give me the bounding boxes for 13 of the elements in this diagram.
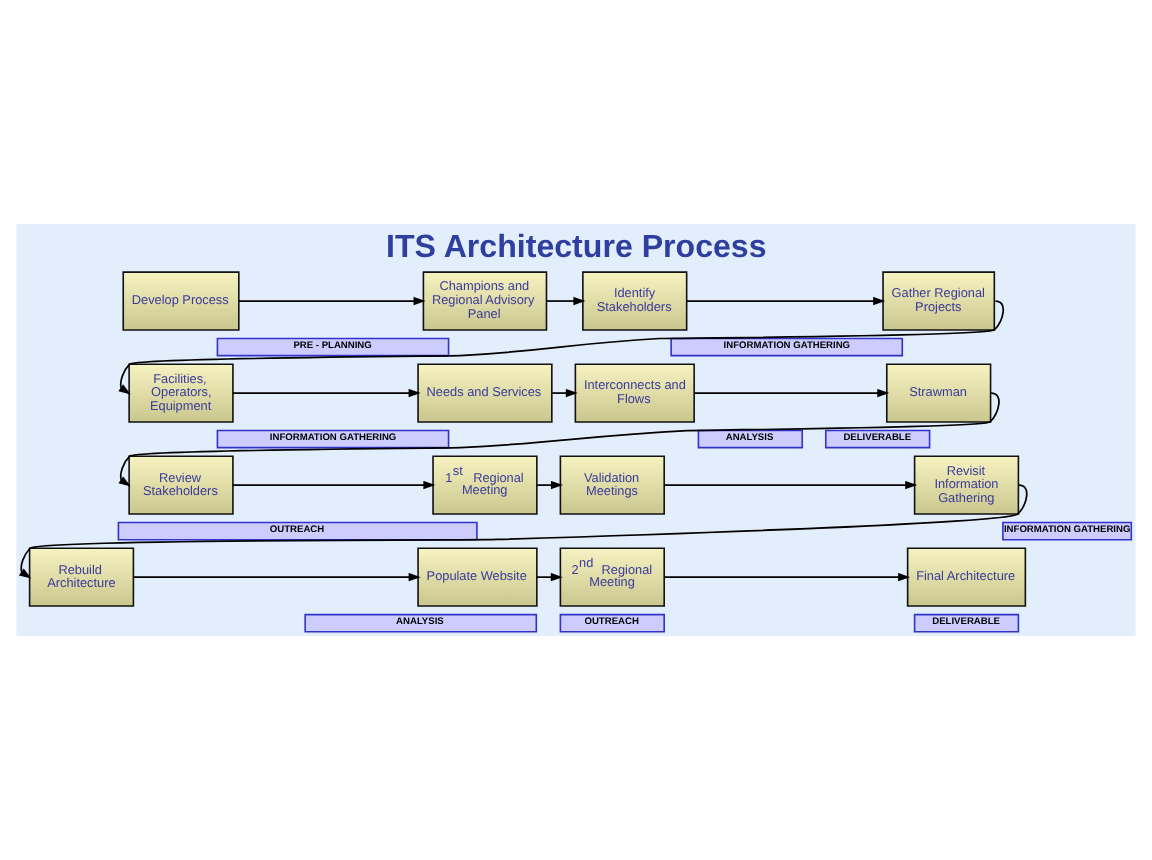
arrow: [551, 388, 578, 398]
arrow: [232, 480, 436, 490]
arrow: [693, 388, 890, 398]
arrow: [663, 572, 911, 582]
arrow: [132, 572, 421, 582]
arrow: [536, 572, 563, 582]
arrow: [663, 480, 918, 490]
arrow: [685, 296, 886, 306]
arrow: [238, 296, 426, 306]
arrow: [232, 388, 421, 398]
arrow: [545, 296, 586, 306]
arrow: [536, 480, 563, 490]
diagram-title: ITS Architecture Process: [386, 229, 767, 266]
